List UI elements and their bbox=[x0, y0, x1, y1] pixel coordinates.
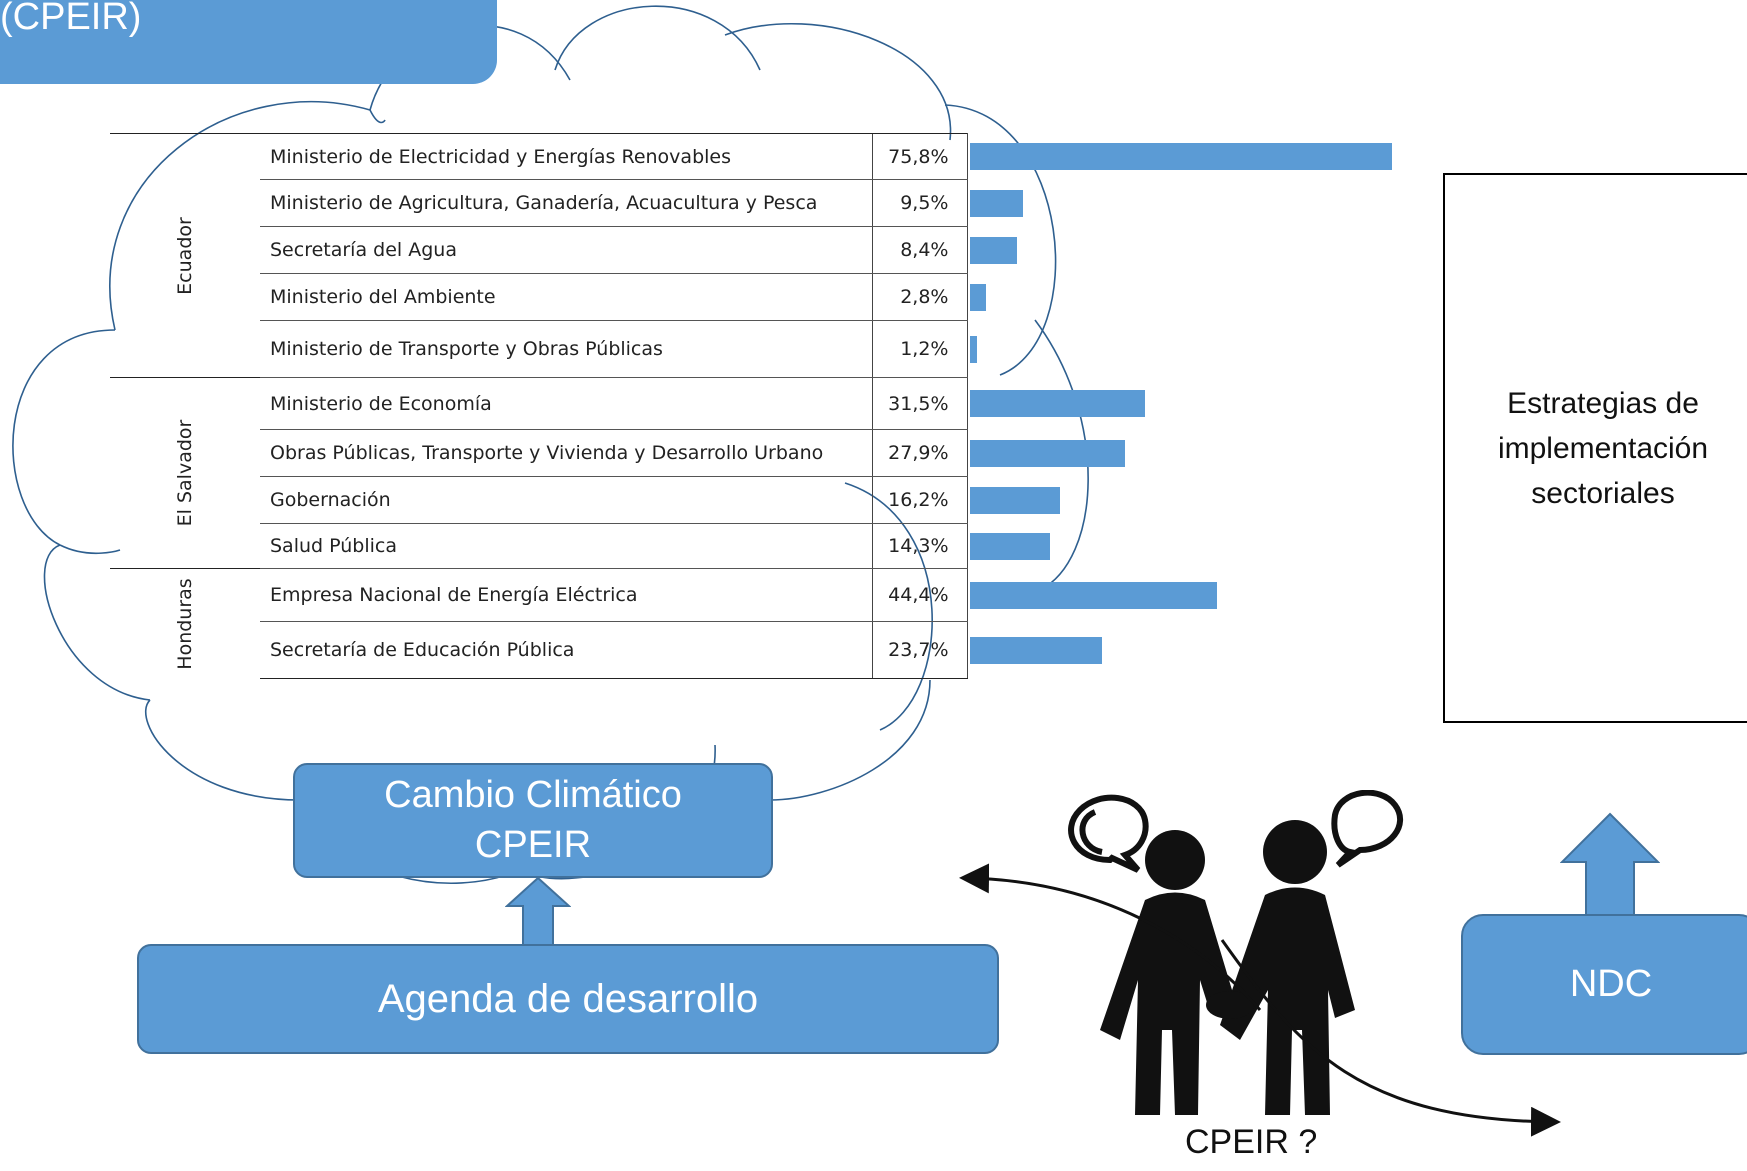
bar bbox=[970, 532, 1050, 560]
bar bbox=[970, 189, 1023, 217]
country-cell: El Salvador bbox=[110, 377, 260, 569]
cambio-climatico-label: Cambio Climático bbox=[384, 774, 682, 817]
ministry-name: Ministerio de Transporte y Obras Pública… bbox=[260, 320, 872, 378]
agenda-label: Agenda de desarrollo bbox=[377, 976, 759, 1021]
country-cell: Honduras bbox=[110, 568, 260, 679]
percentage-value: 14,3% bbox=[871, 523, 968, 569]
ministry-name: Empresa Nacional de Energía Eléctrica bbox=[260, 568, 872, 622]
percentage-value: 44,4% bbox=[871, 568, 968, 622]
bar bbox=[970, 636, 1102, 664]
table-row: Obras Públicas, Transporte y Vivienda y … bbox=[110, 429, 968, 477]
ministry-name: Ministerio de Agricultura, Ganadería, Ac… bbox=[260, 179, 872, 227]
ndc-label: NDC bbox=[1569, 963, 1653, 1005]
ministry-name: Gobernación bbox=[260, 476, 872, 524]
ndc-box: NDC bbox=[1461, 914, 1747, 1055]
bar bbox=[970, 236, 1017, 264]
country-cell: Ecuador bbox=[110, 133, 260, 378]
percentage-value: 2,8% bbox=[871, 273, 968, 321]
ministry-name: Secretaría del Agua bbox=[260, 226, 872, 274]
percentage-value: 1,2% bbox=[871, 320, 968, 378]
bar bbox=[970, 581, 1218, 609]
cpeir-question-label: CPEIR ? bbox=[1185, 1123, 1318, 1161]
percentage-value: 16,2% bbox=[871, 476, 968, 524]
percentage-value: 9,5% bbox=[871, 179, 968, 227]
ministry-name: Salud Pública bbox=[260, 523, 872, 569]
table-row: Ministerio de Agricultura, Ganadería, Ac… bbox=[110, 179, 968, 227]
percentage-value: 8,4% bbox=[871, 226, 968, 274]
bar bbox=[970, 283, 986, 311]
cpeir-label: CPEIR bbox=[474, 823, 592, 866]
header-tab: (CPEIR) bbox=[0, 0, 497, 84]
strategies-label: Estrategias de implementación sectoriale… bbox=[1497, 386, 1709, 510]
bar bbox=[970, 335, 977, 363]
ministry-name: Ministerio del Ambiente bbox=[260, 273, 872, 321]
strategies-box: Estrategias de implementación sectoriale… bbox=[1443, 173, 1747, 723]
table-row: Ministerio de Transporte y Obras Pública… bbox=[110, 320, 968, 378]
cambio-climatico-box: Cambio Climático CPEIR bbox=[293, 763, 773, 878]
bar bbox=[970, 390, 1146, 417]
bar bbox=[970, 486, 1061, 514]
handshake-people-icon bbox=[1068, 790, 1403, 1115]
agenda-box: Agenda de desarrollo bbox=[137, 944, 999, 1054]
ministry-name: Ministerio de Economía bbox=[260, 377, 872, 430]
ndc-up-arrow-icon bbox=[1560, 812, 1660, 915]
bar bbox=[970, 143, 1392, 170]
percentage-value: 27,9% bbox=[871, 429, 968, 477]
percentage-value: 75,8% bbox=[871, 133, 968, 180]
up-arrow-icon bbox=[505, 876, 571, 946]
header-title: (CPEIR) bbox=[0, 0, 142, 38]
ministry-name: Obras Públicas, Transporte y Vivienda y … bbox=[260, 429, 872, 477]
ministry-name: Ministerio de Electricidad y Energías Re… bbox=[260, 133, 872, 180]
percentage-value: 23,7% bbox=[871, 621, 968, 679]
ministry-name: Secretaría de Educación Pública bbox=[260, 621, 872, 679]
bar bbox=[970, 439, 1126, 467]
percentage-value: 31,5% bbox=[871, 377, 968, 430]
